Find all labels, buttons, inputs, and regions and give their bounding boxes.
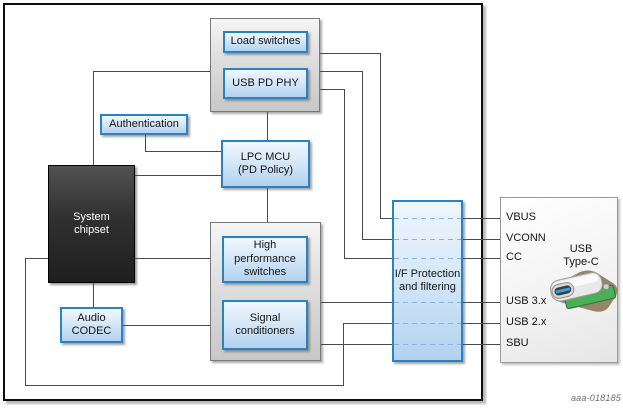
diagram-border [3, 3, 483, 401]
pin-label-usb2x: USB 2.x [506, 316, 547, 328]
pin-label-cc: CC [506, 251, 522, 263]
pin-label-vconn: VCONN [506, 232, 546, 244]
audio-codec-label: Audio CODEC [71, 311, 112, 337]
block-high-performance-switches: High performance switches [222, 236, 308, 283]
lpc-mcu-label: LPC MCU (PD Policy) [237, 150, 293, 176]
block-authentication: Authentication [100, 114, 188, 135]
authentication-label: Authentication [109, 117, 179, 130]
high-performance-switches-label: High performance switches [234, 239, 296, 279]
usb-pd-phy-label: USB PD PHY [232, 76, 299, 89]
pin-label-sbu: SBU [506, 337, 529, 349]
block-system-chipset: System chipset [48, 165, 135, 283]
block-audio-codec: Audio CODEC [60, 307, 123, 343]
usb-typec-connector-icon [550, 270, 618, 312]
block-load-switches: Load switches [223, 31, 308, 53]
block-if-protection: I/F Protection and filtering [392, 200, 463, 362]
block-signal-conditioners: Signal conditioners [222, 300, 308, 350]
if-protection-label: I/F Protection and filtering [394, 267, 461, 293]
watermark-figure-id: aaa-018185 [570, 393, 621, 403]
connector-nub [602, 283, 610, 291]
block-lpc-mcu: LPC MCU (PD Policy) [221, 140, 310, 188]
load-switches-label: Load switches [230, 35, 301, 48]
pin-label-vbus: VBUS [506, 211, 536, 223]
signal-conditioners-label: Signal conditioners [235, 311, 295, 337]
system-chipset-label: System chipset [73, 210, 110, 236]
pin-label-usb3x: USB 3.x [506, 295, 547, 307]
block-usb-pd-phy: USB PD PHY [223, 68, 308, 99]
connector-tongue [555, 287, 571, 294]
usb-typec-label: USB Type-C [563, 243, 599, 268]
